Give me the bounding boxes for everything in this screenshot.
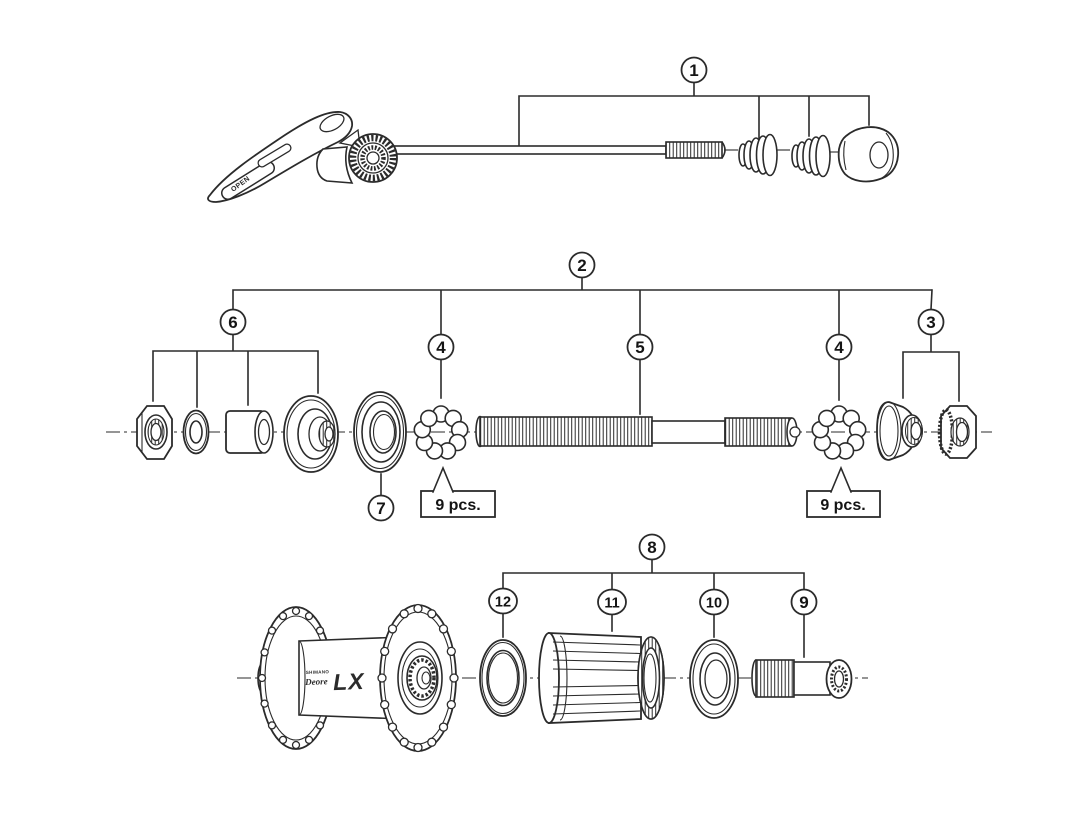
qr-lever-hole <box>319 113 345 133</box>
left-washer <box>182 409 210 455</box>
callout-group-1: 1 <box>518 56 870 146</box>
callout-5-circle <box>626 333 654 361</box>
hub-logo-model: LX <box>333 668 366 695</box>
callout-7-label: 7 <box>376 499 385 518</box>
ball-bearings-left <box>413 405 469 460</box>
hub-shell: SHIMANO Deore LX <box>257 603 459 753</box>
callout-2-label: 2 <box>577 256 586 275</box>
callout-group-12: 12 <box>488 587 518 638</box>
callout-4-right-label: 4 <box>834 338 844 357</box>
hub-assembly: SHIMANO Deore LX <box>237 533 868 753</box>
callout-group-10: 10 <box>699 588 729 638</box>
qr-end-nut <box>837 126 900 183</box>
callout-11-label: 11 <box>604 596 619 612</box>
spacer-sleeve <box>225 410 274 454</box>
callout-6-circle <box>219 308 247 336</box>
callout-5-label: 5 <box>635 338 644 357</box>
hub-logo: SHIMANO Deore LX <box>304 668 366 695</box>
dust-cap-cone <box>283 395 339 473</box>
callout-1-label: 1 <box>689 61 698 80</box>
freehub-body <box>538 632 665 724</box>
callout-8-label: 8 <box>647 538 656 557</box>
lock-nut <box>937 405 977 459</box>
qr-spring-right <box>791 134 831 178</box>
callout-9-circle <box>790 588 818 616</box>
callout-group-5: 5 <box>626 333 654 415</box>
qr-spring-left <box>738 133 778 177</box>
hub-axle <box>475 415 801 448</box>
bearing-count-left-label: 9 pcs. <box>435 497 480 514</box>
callout-group-2: 2 <box>232 251 933 336</box>
callout-4-right-circle <box>825 333 853 361</box>
callout-group-7: 7 <box>367 473 395 522</box>
callout-group-4-right: 4 <box>825 333 853 401</box>
freehub-seal <box>689 639 739 719</box>
callout-7-circle <box>367 494 395 522</box>
hub-splined-bore <box>406 655 438 701</box>
callout-8-circle <box>638 533 666 561</box>
freehub-washer <box>479 639 527 717</box>
callout-group-3: 3 <box>902 308 960 402</box>
qr-serrated-ring <box>348 133 398 183</box>
callout-3-circle <box>917 308 945 336</box>
callout-group-4-left: 4 <box>427 333 455 399</box>
qr-skewer-rod <box>379 141 841 159</box>
callout-10-label: 10 <box>706 596 722 612</box>
callout-12-label: 12 <box>495 595 511 611</box>
callout-group-11: 11 <box>597 588 627 632</box>
right-flange-spoke-holes <box>377 603 459 753</box>
callout-10-circle <box>699 588 729 616</box>
quick-release-assembly: OPEN <box>207 56 900 203</box>
freehub-fixing-bolt <box>751 659 853 699</box>
callout-6-label: 6 <box>228 313 237 332</box>
ball-bearings-right <box>811 405 867 460</box>
callout-group-8: 8 <box>502 533 805 591</box>
qr-lever: OPEN <box>207 111 353 203</box>
callout-9-label: 9 <box>799 593 808 612</box>
bearing-count-right-label: 9 pcs. <box>820 497 865 514</box>
hub-logo-series: Deore <box>304 676 328 687</box>
callout-3-label: 3 <box>926 313 935 332</box>
bearing-count-right: 9 pcs. <box>806 465 881 518</box>
callout-12-circle <box>488 587 518 615</box>
callout-4-left-label: 4 <box>436 338 446 357</box>
callout-1-circle <box>680 56 708 84</box>
callout-2-circle <box>568 251 596 279</box>
bearing-count-left: 9 pcs. <box>420 465 496 518</box>
callout-group-9: 9 <box>790 588 818 658</box>
seal-ring <box>353 391 407 473</box>
callout-group-6: 6 <box>152 308 319 408</box>
left-hex-nut <box>136 405 173 460</box>
freehub-splines <box>552 641 641 715</box>
qr-rod-threads <box>665 141 723 159</box>
hub-logo-brand: SHIMANO <box>306 669 330 675</box>
callout-11-circle <box>597 588 627 616</box>
callout-4-left-circle <box>427 333 455 361</box>
cone-nut <box>876 401 923 461</box>
axle-assembly: 2 6 4 5 4 3 7 <box>106 251 992 522</box>
